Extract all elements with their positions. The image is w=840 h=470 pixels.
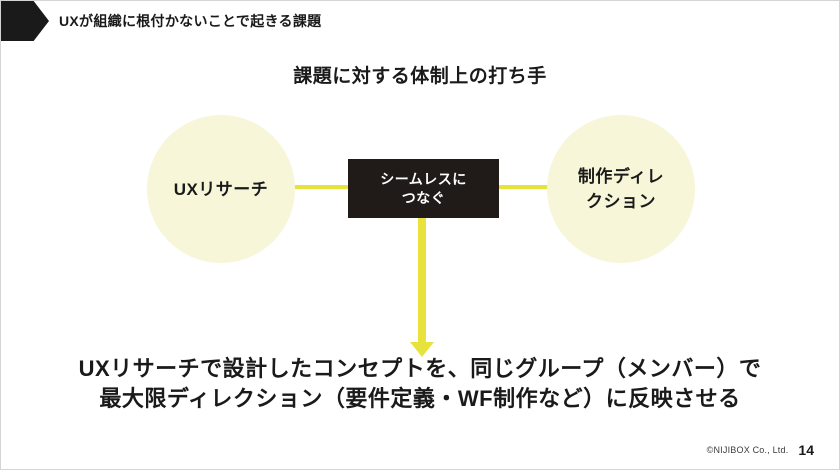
node-production-direction: 制作ディレ クション bbox=[547, 115, 695, 263]
down-arrow-icon bbox=[410, 342, 434, 357]
node-seamless-connect-line1: シームレスに bbox=[380, 170, 467, 187]
conclusion-text: UXリサーチで設計したコンセプトを、同じグループ（メンバー）で 最大限ディレクシ… bbox=[1, 354, 839, 414]
slide-title: 課題に対する体制上の打ち手 bbox=[293, 66, 547, 87]
down-arrow-shaft bbox=[418, 217, 426, 343]
header-arrow-marker-icon bbox=[1, 1, 49, 41]
node-production-direction-line1: 制作ディレ bbox=[577, 167, 665, 186]
node-seamless-connect: シームレスに つなぐ bbox=[348, 159, 499, 218]
conclusion-line2: 最大限ディレクション（要件定義・WF制作など）に反映させる bbox=[99, 386, 741, 411]
header-title: UXが組織に根付かないことで起きる課題 bbox=[59, 13, 322, 29]
connector-left-line bbox=[291, 185, 351, 189]
footer-copyright: ©NIJIBOX Co., Ltd. bbox=[706, 445, 789, 455]
connector-right-line bbox=[495, 185, 555, 189]
node-seamless-connect-line2: つなぐ bbox=[401, 189, 446, 206]
node-ux-research-label: UXリサーチ bbox=[173, 179, 269, 199]
node-production-direction-line2: クション bbox=[586, 192, 656, 211]
footer: ©NIJIBOX Co., Ltd. 14 bbox=[707, 442, 814, 458]
node-ux-research: UXリサーチ bbox=[147, 115, 295, 263]
page-number: 14 bbox=[798, 442, 814, 458]
conclusion-line1: UXリサーチで設計したコンセプトを、同じグループ（メンバー）で bbox=[78, 356, 762, 381]
